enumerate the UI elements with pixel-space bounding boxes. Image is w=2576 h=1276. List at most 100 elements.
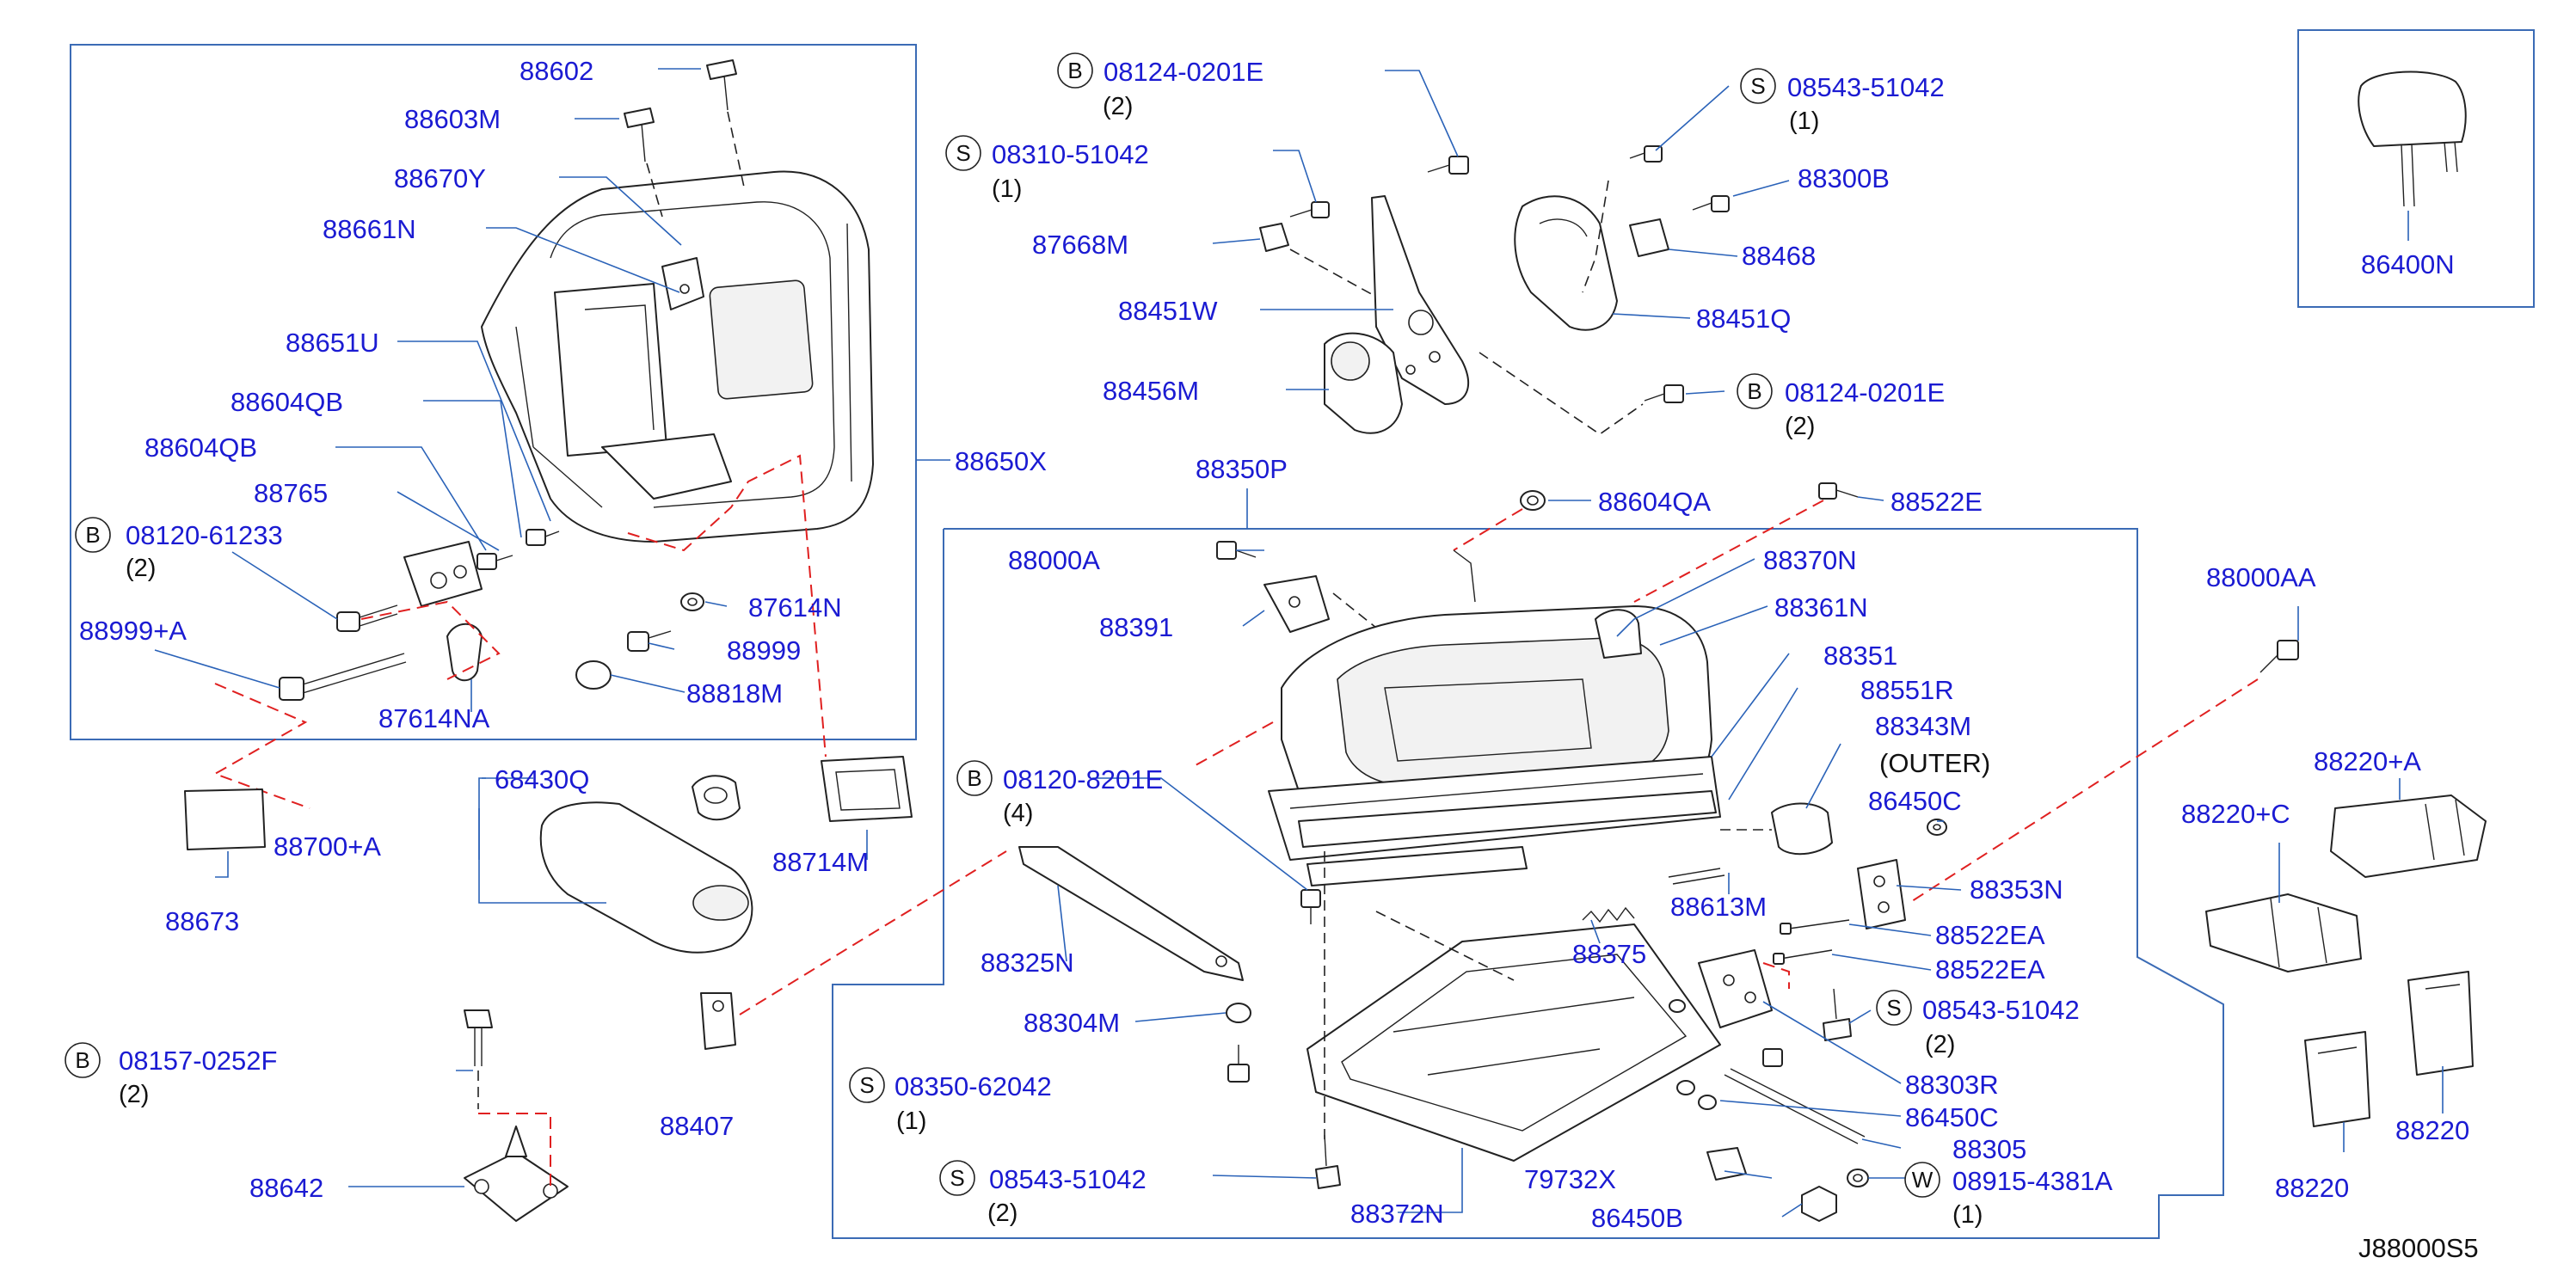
- callout-88451W: 88451W: [1118, 296, 1218, 326]
- cover-88673: [184, 788, 266, 850]
- callout-08543-51042-right: 08543-51042: [1922, 995, 2080, 1025]
- callout-88651U: 88651U: [286, 328, 379, 358]
- bracket-88303R: [1698, 949, 1773, 1028]
- cushion-line-88391: [1332, 592, 1377, 629]
- prefix-b: B: [967, 765, 981, 791]
- cover-88220-left: [2304, 1031, 2370, 1127]
- qty-08543-51042-right: (2): [1925, 1031, 1955, 1058]
- qty-08120-8201E: (4): [1003, 800, 1033, 827]
- prefix-s: S: [956, 140, 970, 166]
- callout-86450B: 86450B: [1591, 1203, 1683, 1233]
- callout-88818M: 88818M: [686, 678, 783, 709]
- callout-86450C-lower: 86450C: [1905, 1102, 1999, 1132]
- bolt-08543-51042-top: [1629, 145, 1663, 163]
- callout-87614N: 87614N: [748, 592, 842, 623]
- callout-88391: 88391: [1099, 612, 1173, 642]
- bolt-88000AA: [2259, 640, 2299, 673]
- callout-08120-8201E: 08120-8201E: [1003, 764, 1163, 794]
- qty-08120-61233: (2): [126, 555, 156, 582]
- seatback-frame-part: [481, 170, 874, 543]
- seatback-bracket-88661N: [661, 257, 704, 310]
- washer-stack-86450C: [1669, 999, 1717, 1110]
- cover-88220-plus-c: [2205, 893, 2362, 972]
- callout-88372N: 88372N: [1350, 1199, 1444, 1229]
- callout-08543-51042-bottom: 08543-51042: [989, 1164, 1147, 1194]
- callout-88361N: 88361N: [1774, 592, 1868, 623]
- callout-88604QA: 88604QA: [1598, 487, 1711, 517]
- prefix-b: B: [1067, 58, 1082, 83]
- bolt-08157-0252F: [464, 1009, 493, 1109]
- callout-88604QB: 88604QB: [144, 432, 257, 463]
- callout-88220-plus-c: 88220+C: [2181, 799, 2290, 829]
- striker-88765: [403, 541, 483, 607]
- callout-88000A: 88000A: [1008, 545, 1100, 575]
- callout-88370N: 88370N: [1763, 545, 1857, 575]
- spring-88613M: [1668, 868, 1725, 885]
- callout-88350P: 88350P: [1196, 454, 1288, 484]
- callout-87668M: 87668M: [1032, 230, 1128, 260]
- callout-88407: 88407: [660, 1111, 734, 1141]
- callout-88602: 88602: [520, 56, 593, 86]
- callout-88613M: 88613M: [1670, 892, 1767, 922]
- callout-88375: 88375: [1572, 939, 1646, 969]
- seatback-assembly-line-2: [360, 600, 501, 680]
- callout-88456M: 88456M: [1103, 376, 1199, 406]
- prefix-b: B: [75, 1047, 89, 1073]
- qty-08915-4381A: (1): [1952, 1201, 1983, 1229]
- callout-08157-0252F: 08157-0252F: [119, 1046, 277, 1076]
- washer-86450C-upper: [1927, 819, 1947, 836]
- cushion-line-88000AA: [1909, 678, 2259, 904]
- qty-08350-62042: (1): [896, 1107, 926, 1135]
- plate-88353N: [1857, 859, 1906, 929]
- callout-88603M: 88603M: [404, 104, 501, 134]
- callout-08543-51042-top: 08543-51042: [1787, 72, 1945, 102]
- callout-87614NA: 87614NA: [378, 703, 490, 733]
- callout-88305: 88305: [1952, 1134, 2026, 1164]
- seatback-clip-88603M: [624, 107, 663, 218]
- note-88343M-outer: (OUTER): [1879, 748, 1990, 778]
- callout-68430Q: 68430Q: [495, 764, 589, 794]
- bolt-08124-0201E-top: [1427, 156, 1469, 175]
- qty-08157-0252F: (2): [119, 1081, 149, 1108]
- diagram-code: J88000S5: [2358, 1233, 2479, 1263]
- clip-87668M: [1259, 223, 1289, 252]
- recliner-lever-88451W: [1371, 195, 1470, 405]
- plate-88407: [700, 992, 736, 1050]
- callout-88714M: 88714M: [772, 847, 869, 877]
- qty-08310-51042: (1): [992, 175, 1022, 203]
- spacer-88304M: [1226, 1003, 1251, 1023]
- callout-88300B: 88300B: [1798, 163, 1890, 193]
- clip-87614NA: [446, 623, 483, 682]
- callout-88304M: 88304M: [1024, 1008, 1120, 1038]
- cushion-line-pan-2: [1375, 911, 1515, 981]
- callout-88673: 88673: [165, 906, 239, 936]
- callout-88325N: 88325N: [981, 948, 1074, 978]
- callout-88999-plus-a: 88999+A: [79, 616, 187, 646]
- leader-lines: [154, 68, 2444, 1218]
- callout-88343M: 88343M: [1875, 711, 1971, 741]
- prefix-s: S: [1886, 995, 1901, 1021]
- rail-88551R: [1298, 790, 1717, 886]
- bolt-08120-8201E: [1300, 889, 1321, 924]
- prefix-s: S: [950, 1165, 964, 1191]
- callout-88551R: 88551R: [1860, 675, 1954, 705]
- nut-88604QA: [1520, 490, 1546, 511]
- spring-88375: [1582, 906, 1635, 923]
- callout-08350-62042: 08350-62042: [895, 1071, 1052, 1101]
- callout-88642: 88642: [249, 1173, 323, 1203]
- headrest-frame: [2297, 29, 2535, 308]
- callout-88351: 88351: [1823, 641, 1897, 671]
- cushion-line-88522E: [1633, 500, 1824, 603]
- callout-88999: 88999: [727, 635, 801, 666]
- bracket-88391: [1263, 575, 1330, 633]
- seatback-clip-88602: [706, 59, 746, 192]
- cushion-line-right: [1762, 962, 1790, 989]
- callout-88451Q: 88451Q: [1696, 304, 1791, 334]
- clip-88468: [1629, 218, 1669, 257]
- prefix-w: W: [1912, 1167, 1934, 1193]
- callout-08124-0201E-mid: 08124-0201E: [1785, 377, 1945, 408]
- callout-88220-left: 88220: [2275, 1173, 2349, 1203]
- recliner-line-2: [1582, 180, 1609, 293]
- callout-08120-61233: 08120-61233: [126, 520, 283, 550]
